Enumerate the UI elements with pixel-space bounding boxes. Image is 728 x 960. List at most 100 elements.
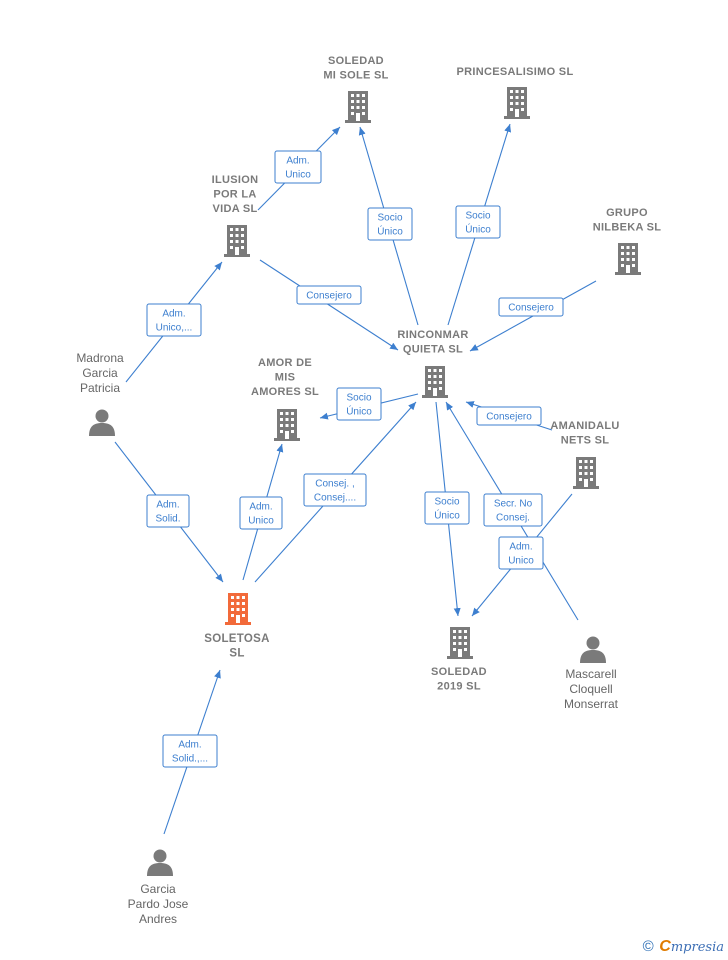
node-grupo_nilbeka[interactable]: GRUPO NILBEKA SL [593, 207, 662, 275]
edge-label-box [162, 734, 218, 768]
building-icon [504, 87, 530, 119]
person-icon [147, 849, 173, 876]
building-icon [615, 243, 641, 275]
node-label-line: Andres [139, 912, 177, 926]
edge-label[interactable]: Adm.Unico [274, 150, 322, 184]
node-label-line: SOLETOSA [204, 633, 269, 645]
edge-label[interactable]: Adm.Solid.,... [162, 734, 218, 768]
edge-grupo_nilbeka-to-rinconmar: Consejero [469, 280, 597, 352]
edge-label-text: Adm. [249, 502, 272, 513]
node-label-line: NILBEKA SL [593, 222, 662, 234]
edge-line [259, 259, 399, 351]
edge-amanidalu-to-rinconmar: Consejero [465, 401, 553, 431]
edge-label-box [476, 406, 542, 426]
node-label-line: Garcia [140, 882, 176, 896]
building-icon [447, 627, 473, 659]
edge-soletosa-to-amor: Adm. Unico [239, 443, 284, 581]
edge-madrona-to-soletosa: Adm.Solid. [114, 441, 224, 583]
node-label-line: Pardo Jose [128, 897, 189, 911]
edge-label-box [303, 473, 367, 507]
edge-label[interactable]: Adm. Unico [498, 536, 544, 570]
node-label-line: ILUSION [212, 174, 259, 186]
edge-label[interactable]: Consejero [476, 406, 542, 426]
edge-ilusion-to-rinconmar: Consejero [259, 259, 399, 351]
edge-label-text: Unico [508, 556, 534, 567]
edge-label-box [483, 493, 543, 527]
edge-label-text: Consejero [486, 412, 532, 423]
node-label-line: PRINCESALISIMO SL [457, 66, 574, 78]
edge-amanidalu-to-soledad_2019: Adm. Unico [471, 493, 573, 617]
edge-label-text: Único [377, 225, 403, 238]
edge-ilusion-to-soledad_mi_sole: Adm.Unico [257, 126, 341, 211]
building-icon [345, 91, 371, 123]
edge-madrona-to-ilusion: Adm.Unico,... [125, 261, 223, 383]
node-soletosa[interactable]: SOLETOSA SL [204, 593, 269, 660]
node-label-line: AMOR DE [258, 357, 312, 369]
node-label-line: MIS [275, 372, 295, 384]
node-label-line: Garcia [82, 366, 118, 380]
edge-label-text: Adm. [509, 542, 532, 553]
brand-logo-text: mpresia [670, 940, 724, 955]
edge-label-box [498, 536, 544, 570]
edge-label-box [274, 150, 322, 184]
edge-label-text: Socio [377, 213, 402, 224]
building-icon [274, 409, 300, 441]
node-label-line: SOLEDAD [431, 666, 487, 678]
node-label-line: 2019 SL [437, 681, 481, 693]
node-soledad_2019[interactable]: SOLEDAD 2019 SL [431, 627, 487, 693]
edge-label-text: Consejero [508, 303, 554, 314]
node-amor[interactable]: AMOR DE MIS AMORES SL [251, 357, 319, 441]
edge-label[interactable]: Consejero [296, 285, 362, 305]
edge-label-text: Consej. , [315, 479, 354, 490]
edge-garcia_pardo-to-soletosa: Adm.Solid.,... [162, 669, 221, 835]
node-label-line: POR LA [213, 189, 256, 201]
node-princesalisimo[interactable]: PRINCESALISIMO SL [457, 66, 574, 119]
edge-label-text: Único [434, 509, 460, 522]
edge-label-text: Secr. No [494, 499, 533, 510]
node-label-line: MI SOLE SL [323, 70, 388, 82]
edge-label-text: Socio [465, 211, 490, 222]
edge-soletosa-to-rinconmar: Consej. ,Consej.... [254, 401, 417, 583]
edge-label-box [367, 207, 413, 241]
node-label-line: AMANIDALU [550, 420, 619, 432]
edge-label-text: Socio [434, 497, 459, 508]
edge-label[interactable]: Adm.Solid. [146, 494, 190, 528]
edge-label-text: Consej. [496, 513, 530, 524]
building-icon [422, 366, 448, 398]
edge-mascarell-to-rinconmar: Secr. No Consej. [445, 401, 579, 621]
edge-label-text: Solid. [155, 514, 180, 525]
edge-label-text: Único [346, 405, 372, 418]
node-label-line: SL [229, 648, 244, 660]
edge-label-box [455, 205, 501, 239]
person-icon [580, 636, 606, 663]
node-label-line: AMORES SL [251, 386, 319, 398]
node-label-line: Madrona [76, 351, 124, 365]
edge-label[interactable]: Secr. No Consej. [483, 493, 543, 527]
edge-label-text: Unico [248, 516, 274, 527]
edge-label[interactable]: Adm. Unico [239, 496, 283, 530]
edge-label-box [239, 496, 283, 530]
edge-label[interactable]: Adm.Unico,... [146, 303, 202, 337]
edge-label[interactable]: Consej. ,Consej.... [303, 473, 367, 507]
node-label-line: GRUPO [606, 207, 648, 219]
edge-label-box [498, 297, 564, 317]
edge-label-box [296, 285, 362, 305]
edge-label[interactable]: Consejero [498, 297, 564, 317]
edge-label-text: Único [465, 223, 491, 236]
edge-label-text: Adm. [162, 309, 185, 320]
